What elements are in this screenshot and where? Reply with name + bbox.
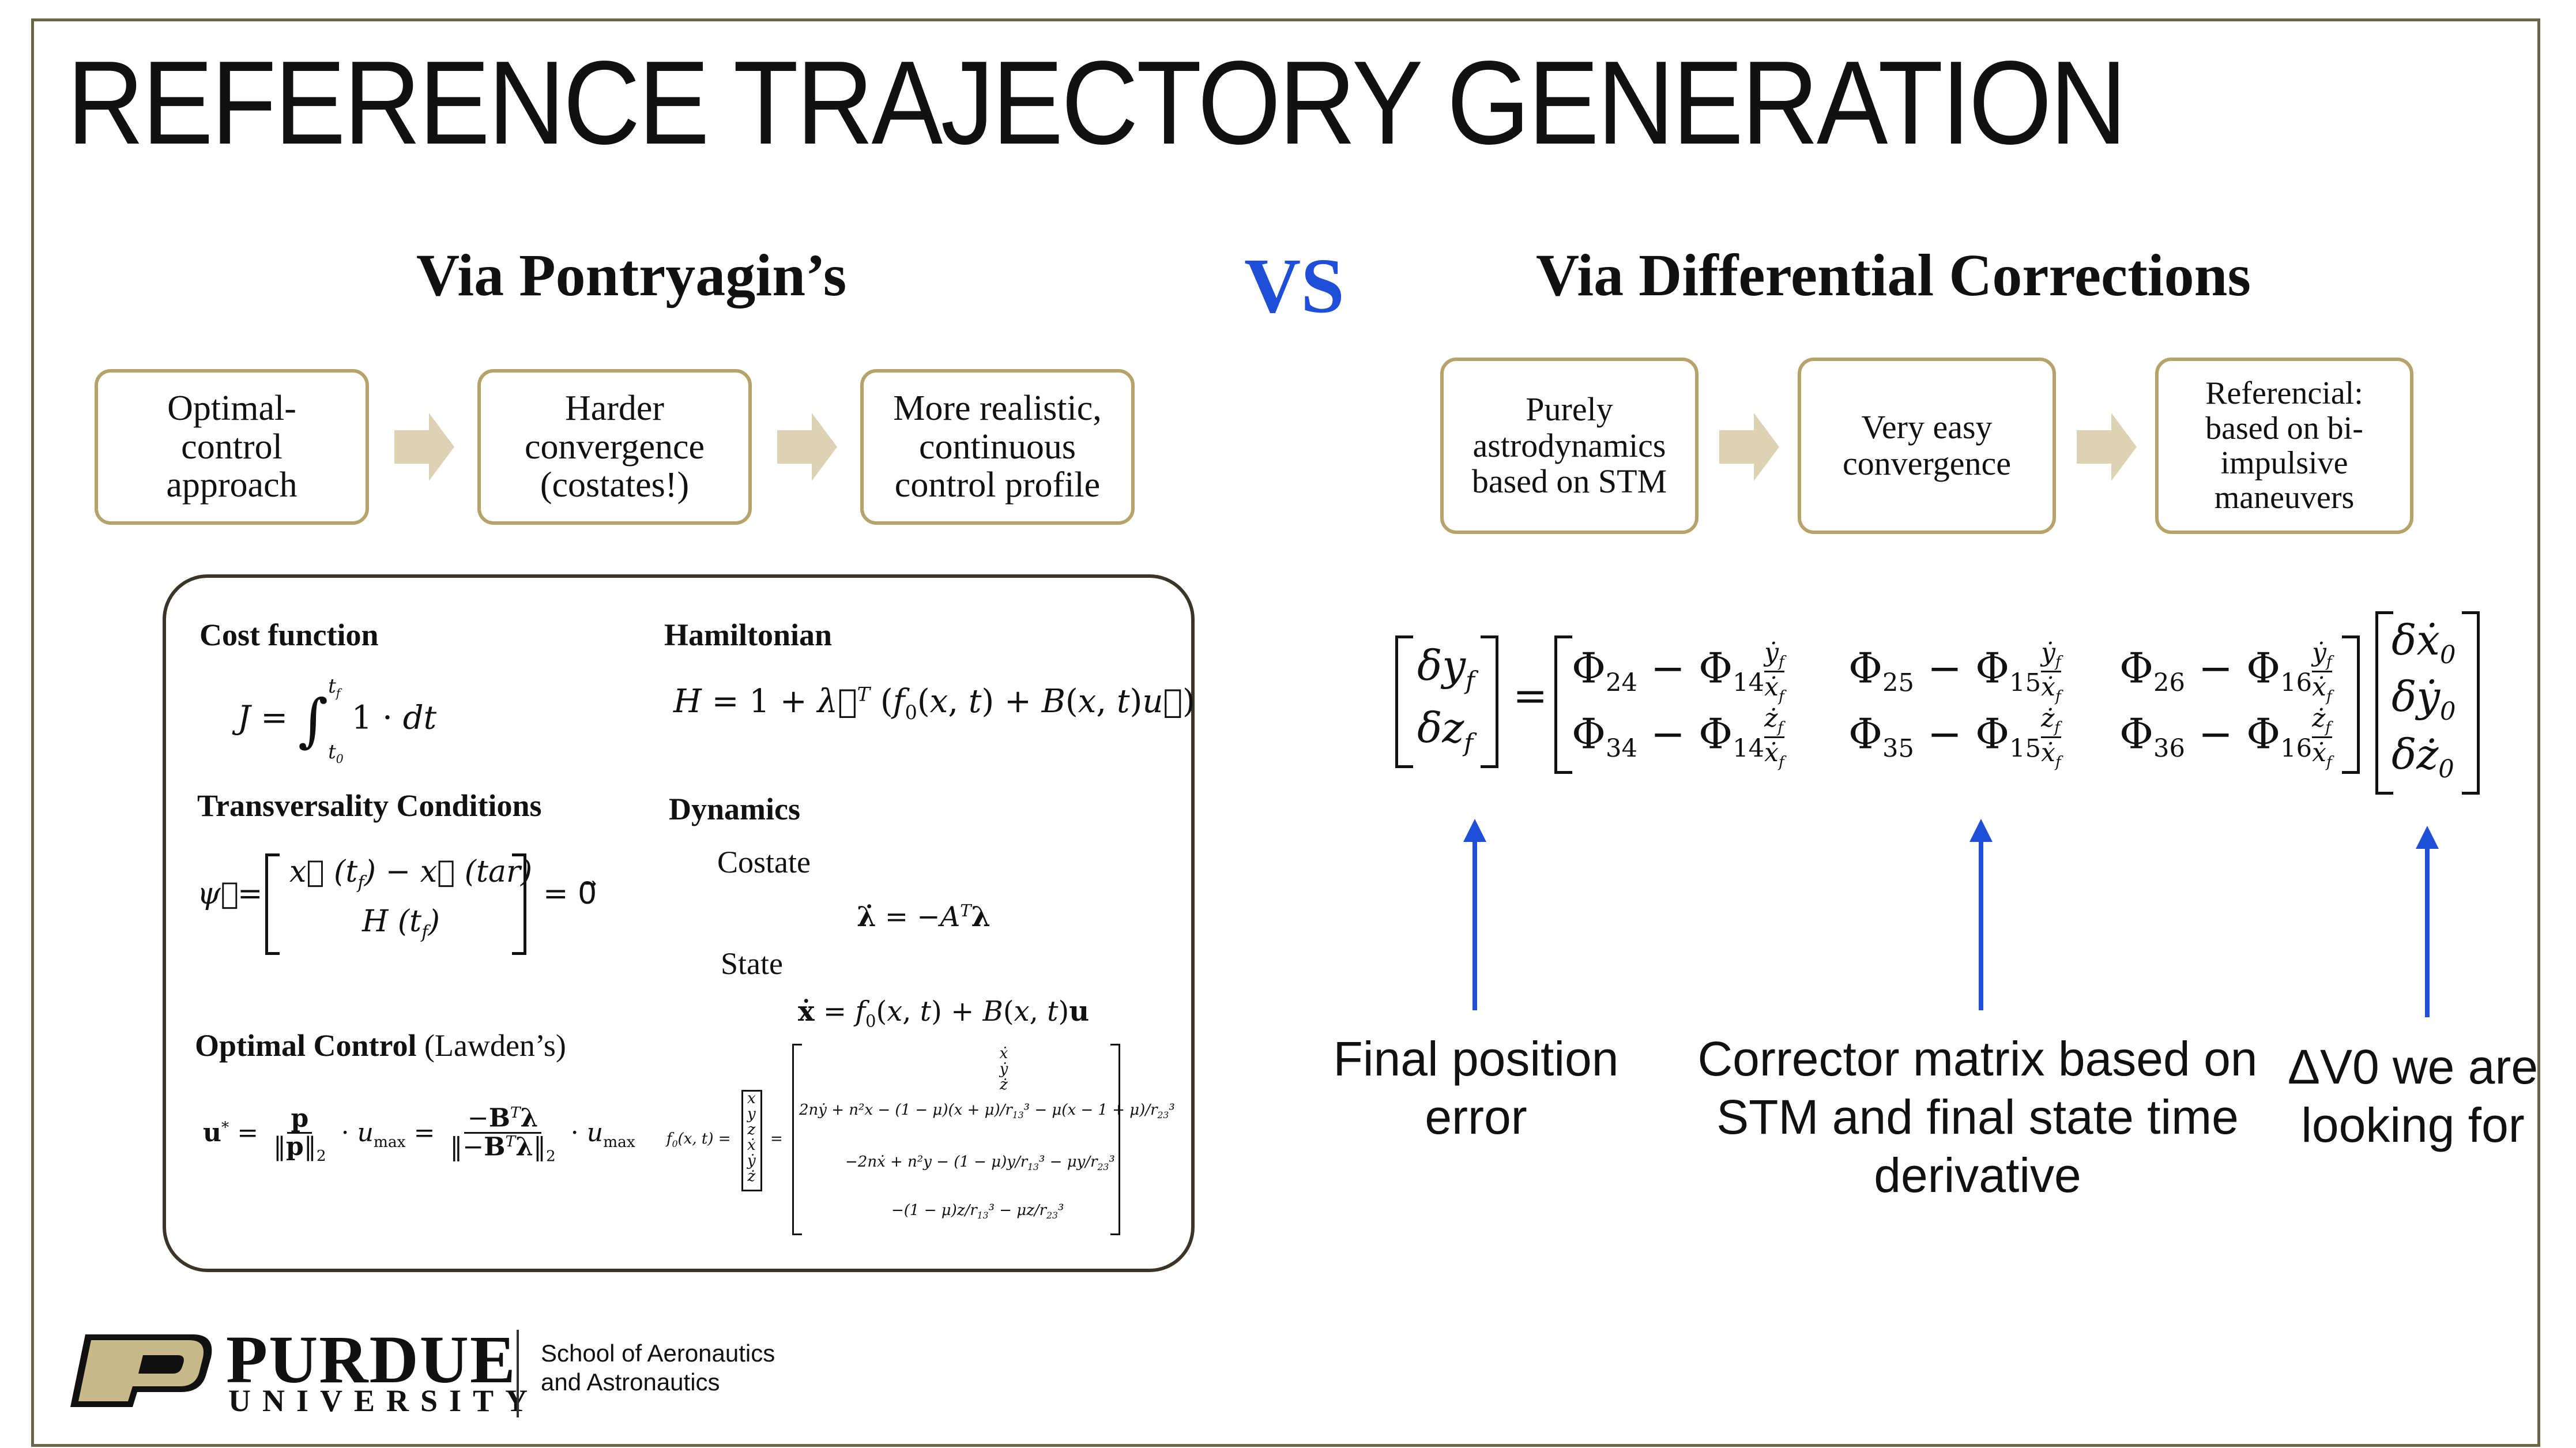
dynamics-label: Dynamics (669, 792, 800, 826)
right-box-2: Very easy convergence (1798, 358, 2056, 534)
slide-frame (31, 18, 2540, 1447)
state-equation: ẋ = f0(x, t) + B(x, t)u (798, 995, 1090, 1031)
school-name: School of Aeronautics and Astronautics (541, 1340, 775, 1396)
university-wordmark: UNIVERSITY (228, 1383, 540, 1418)
state-label: State (721, 946, 783, 981)
left-arrow-1 (394, 413, 454, 481)
left-heading: Via Pontryagin’s (416, 242, 847, 309)
blue-arrow-delta-v (2416, 826, 2439, 1017)
vs-label: VS (1244, 243, 1345, 329)
right-box-3: Referencial: based on bi- impulsive mane… (2155, 358, 2413, 534)
right-box-1: Purely astrodynamics based on STM (1440, 358, 1698, 534)
optimal-control-label: Optimal Control (Lawden’s) (195, 1028, 566, 1063)
left-box-2: Harder convergence (costates!) (477, 369, 752, 525)
right-heading: Via Differential Corrections (1536, 242, 2251, 309)
hamiltonian-equation: H = 1 + λ⃗T (f0(x, t) + B(x, t)u⃗) (673, 683, 1195, 724)
blue-arrow-corrector (1969, 819, 1993, 1010)
left-box-3: More realistic, continuous control profi… (860, 369, 1135, 525)
purdue-p-logo-icon (70, 1334, 212, 1407)
hamiltonian-label: Hamiltonian (664, 618, 833, 652)
slide-title: REFERENCE TRAJECTORY GENERATION (67, 36, 2127, 169)
caption-delta-v: ΔV0 we are looking for (2287, 1040, 2539, 1152)
right-arrow-2 (2077, 413, 2137, 481)
footer-divider (517, 1330, 519, 1417)
blue-arrow-final-position (1463, 819, 1486, 1010)
optimal-control-equation: u* = p‖p‖2 · umax = −BTλ‖−BTλ‖2 · umax (203, 1103, 635, 1165)
caption-final-position: Final position error (1333, 1032, 1619, 1144)
left-arrow-2 (777, 413, 837, 481)
costate-label: Costate (717, 845, 811, 879)
left-box-1: Optimal- control approach (95, 369, 369, 525)
equations-panel (163, 574, 1195, 1272)
caption-corrector: Corrector matrix based on STM and final … (1697, 1032, 2258, 1202)
right-arrow-1 (1719, 413, 1779, 481)
cost-function-label: Cost function (199, 618, 379, 652)
costate-equation: λ̇ = −ATλ (857, 901, 991, 933)
transversality-label: Transversality Conditions (197, 788, 542, 823)
purdue-wordmark: PURDUE (226, 1322, 517, 1397)
